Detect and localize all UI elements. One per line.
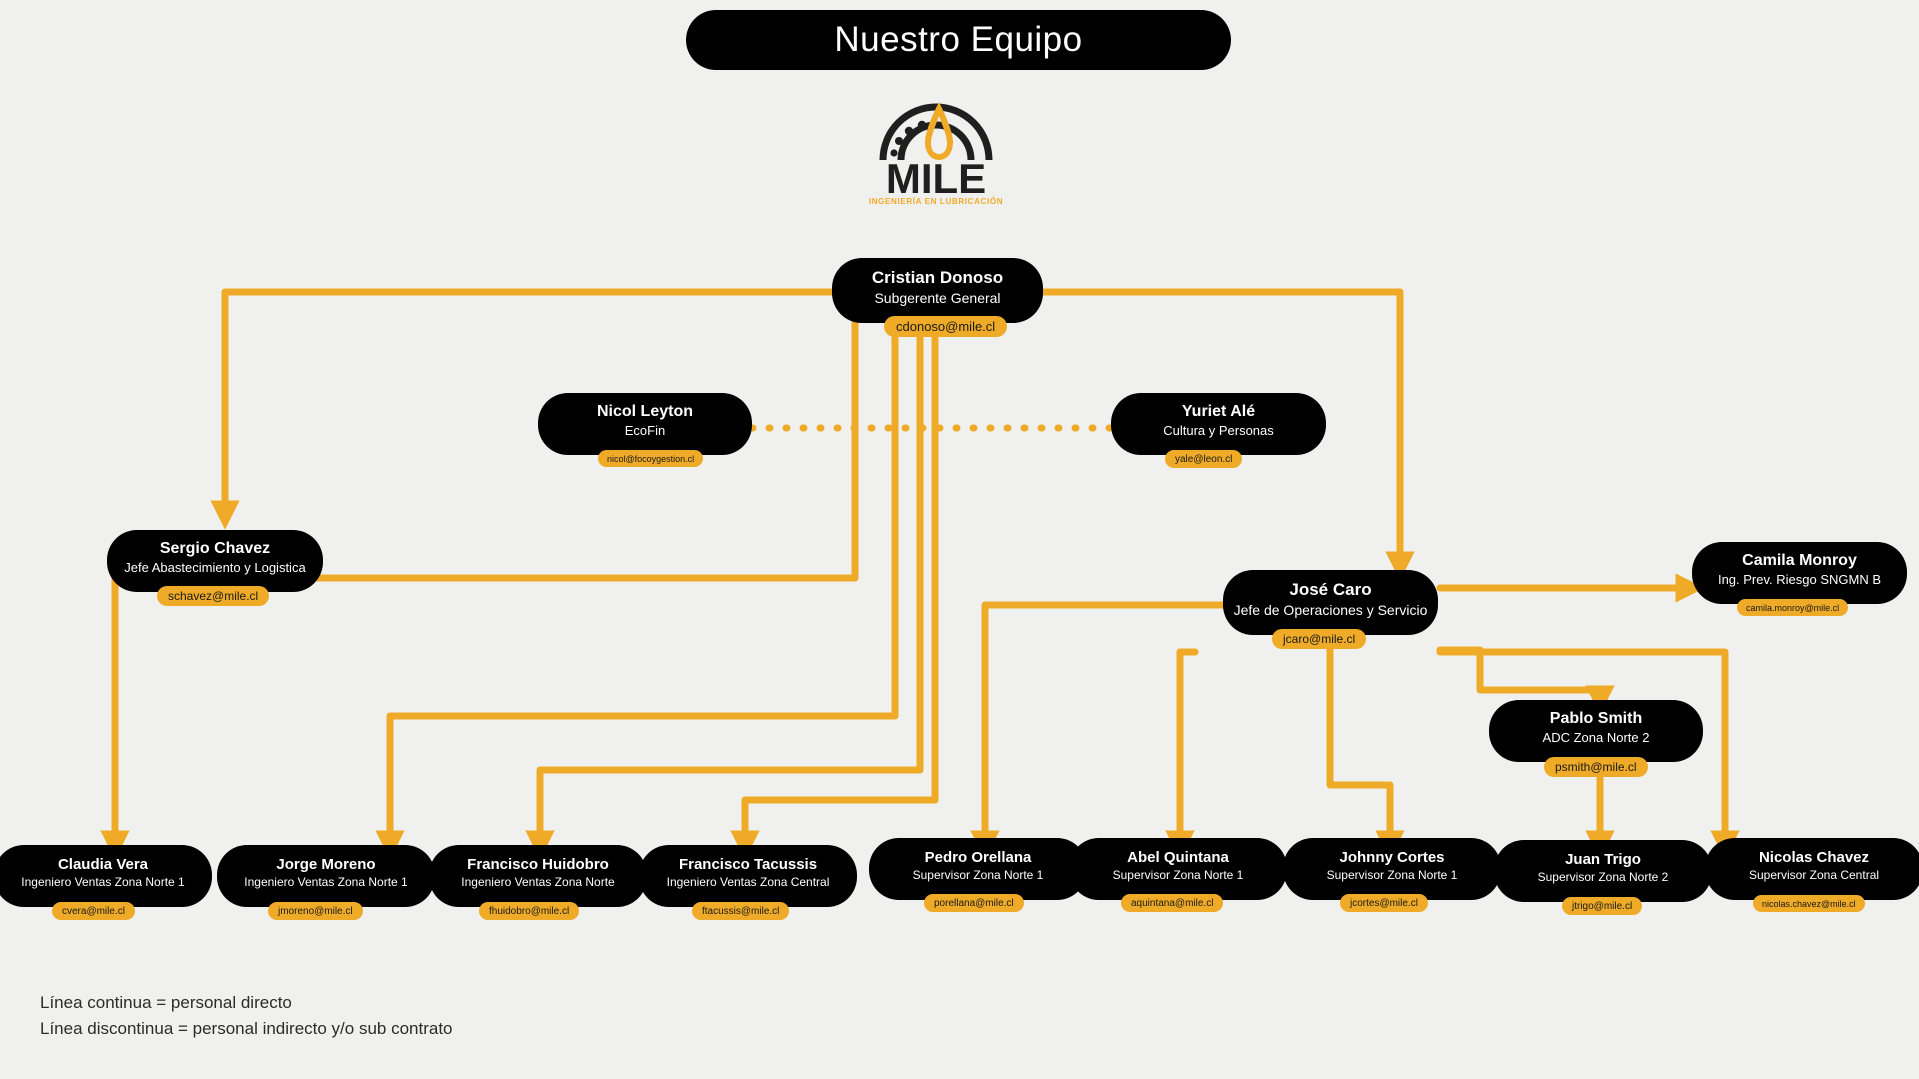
- wire-josecaro-johnnycortes: [1326, 626, 1405, 860]
- node-role: Ingeniero Ventas Zona Norte: [461, 875, 615, 890]
- logo-tagline: INGENIERÍA EN LUBRICACIÓN: [869, 197, 1003, 206]
- email-badge-jose-caro[interactable]: jcaro@mile.cl: [1272, 629, 1367, 649]
- node-nicol-leyton[interactable]: Nicol Leyton EcoFin: [538, 393, 752, 455]
- email-badge-francisco-huidobro[interactable]: fhuidobro@mile.cl: [479, 902, 580, 920]
- node-role: Ingeniero Ventas Zona Central: [666, 875, 830, 890]
- node-nicolas-chavez[interactable]: Nicolas Chavez Supervisor Zona Central: [1705, 838, 1919, 900]
- node-name: Claudia Vera: [57, 856, 149, 874]
- email-text: jmoreno@mile.cl: [278, 905, 353, 917]
- node-johnny-cortes[interactable]: Johnny Cortes Supervisor Zona Norte 1: [1283, 838, 1501, 900]
- email-badge-pedro-orellana[interactable]: porellana@mile.cl: [924, 894, 1024, 912]
- email-text: nicol@focoygestion.cl: [607, 453, 695, 464]
- page-title-text: Nuestro Equipo: [834, 20, 1083, 59]
- node-role: Jefe Abastecimiento y Logistica: [124, 560, 306, 576]
- email-text: camila.monroy@mile.cl: [1746, 602, 1840, 613]
- email-badge-sergio-chavez[interactable]: schavez@mile.cl: [157, 586, 270, 606]
- email-badge-claudia-vera[interactable]: cvera@mile.cl: [52, 902, 135, 920]
- page-title: Nuestro Equipo: [686, 10, 1231, 70]
- email-text: nicolas.chavez@mile.cl: [1762, 898, 1856, 909]
- email-text: aquintana@mile.cl: [1131, 897, 1214, 909]
- wire-josecaro-pedroorellana: [970, 601, 1229, 860]
- email-badge-yuriet-ale[interactable]: yale@leon.cl: [1165, 450, 1243, 468]
- email-text: schavez@mile.cl: [168, 589, 259, 603]
- email-text: ftacussis@mile.cl: [702, 905, 780, 917]
- node-juan-trigo[interactable]: Juan Trigo Supervisor Zona Norte 2: [1494, 840, 1712, 902]
- legend-line-solid: Línea continua = personal directo: [40, 993, 292, 1012]
- node-role: Supervisor Zona Norte 1: [912, 868, 1044, 883]
- node-role: Subgerente General: [874, 289, 1001, 306]
- node-role: Jefe de Operaciones y Servicio: [1233, 601, 1428, 618]
- email-text: yale@leon.cl: [1175, 453, 1233, 465]
- node-name: Francisco Tacussis: [678, 856, 818, 874]
- email-badge-abel-quintana[interactable]: aquintana@mile.cl: [1121, 894, 1224, 912]
- logo-wordmark: MILE: [886, 155, 986, 202]
- node-cristian-donoso[interactable]: Cristian Donoso Subgerente General: [832, 258, 1043, 323]
- node-yuriet-ale[interactable]: Yuriet Alé Cultura y Personas: [1111, 393, 1326, 455]
- email-text: jcaro@mile.cl: [1283, 632, 1356, 646]
- mile-logo: MILE INGENIERÍA EN LUBRICACIÓN: [861, 96, 1011, 208]
- legend: Línea continua = personal directo Línea …: [40, 990, 453, 1043]
- email-text: porellana@mile.cl: [934, 897, 1014, 909]
- node-abel-quintana[interactable]: Abel Quintana Supervisor Zona Norte 1: [1069, 838, 1287, 900]
- node-name: Yuriet Alé: [1181, 403, 1256, 420]
- node-pablo-smith[interactable]: Pablo Smith ADC Zona Norte 2: [1489, 700, 1703, 762]
- node-jose-caro[interactable]: José Caro Jefe de Operaciones y Servicio: [1223, 570, 1438, 635]
- node-name: Juan Trigo: [1565, 851, 1641, 869]
- node-francisco-huidobro[interactable]: Francisco Huidobro Ingeniero Ventas Zona…: [429, 845, 647, 907]
- email-badge-johnny-cortes[interactable]: jcortes@mile.cl: [1340, 894, 1428, 912]
- email-badge-nicolas-chavez[interactable]: nicolas.chavez@mile.cl: [1753, 895, 1865, 912]
- email-text: jcortes@mile.cl: [1350, 897, 1418, 909]
- wire-josecaro-abelquintana: [1165, 648, 1199, 860]
- node-name: Camila Monroy: [1742, 552, 1857, 569]
- node-jorge-moreno[interactable]: Jorge Moreno Ingeniero Ventas Zona Norte…: [217, 845, 435, 907]
- node-role: Ingeniero Ventas Zona Norte 1: [244, 875, 408, 890]
- email-badge-cristian-donoso[interactable]: cdonoso@mile.cl: [884, 316, 1008, 337]
- node-camila-monroy[interactable]: Camila Monroy Ing. Prev. Riesgo SNGMN B: [1692, 542, 1907, 604]
- mile-logo-graphic: MILE INGENIERÍA EN LUBRICACIÓN: [869, 102, 1003, 206]
- node-sergio-chavez[interactable]: Sergio Chavez Jefe Abastecimiento y Logi…: [107, 530, 323, 592]
- wire-cristian-franciscotacussis: [730, 311, 939, 860]
- node-name: Jorge Moreno: [276, 856, 376, 874]
- node-role: Ingeniero Ventas Zona Norte 1: [21, 875, 185, 890]
- node-name: Pedro Orellana: [924, 849, 1032, 867]
- node-name: Abel Quintana: [1127, 849, 1229, 867]
- email-text: jtrigo@mile.cl: [1572, 900, 1633, 912]
- node-role: Cultura y Personas: [1163, 423, 1274, 439]
- email-text: cdonoso@mile.cl: [896, 319, 996, 334]
- wire-josecaro-pablosmith: [1436, 646, 1615, 715]
- email-badge-pablo-smith[interactable]: psmith@mile.cl: [1544, 757, 1648, 777]
- email-text: cvera@mile.cl: [62, 905, 125, 917]
- node-role: Supervisor Zona Norte 1: [1112, 868, 1244, 883]
- email-badge-camila-monroy[interactable]: camila.monroy@mile.cl: [1737, 599, 1849, 616]
- node-role: ADC Zona Norte 2: [1542, 730, 1650, 746]
- node-name: Johnny Cortes: [1339, 849, 1445, 867]
- node-role: EcoFin: [624, 423, 666, 439]
- node-name: Cristian Donoso: [871, 268, 1004, 288]
- node-pedro-orellana[interactable]: Pedro Orellana Supervisor Zona Norte 1: [869, 838, 1087, 900]
- email-text: fhuidobro@mile.cl: [489, 905, 570, 917]
- node-francisco-tacussis[interactable]: Francisco Tacussis Ingeniero Ventas Zona…: [639, 845, 857, 907]
- node-name: José Caro: [1289, 580, 1372, 600]
- node-role: Supervisor Zona Norte 1: [1326, 868, 1458, 883]
- node-claudia-vera[interactable]: Claudia Vera Ingeniero Ventas Zona Norte…: [0, 845, 212, 907]
- email-badge-nicol-leyton[interactable]: nicol@focoygestion.cl: [598, 450, 704, 467]
- node-name: Francisco Huidobro: [467, 856, 609, 874]
- node-role: Ing. Prev. Riesgo SNGMN B: [1717, 572, 1882, 588]
- node-name: Nicol Leyton: [596, 403, 693, 420]
- node-name: Pablo Smith: [1549, 710, 1643, 727]
- node-role: Supervisor Zona Central: [1748, 868, 1880, 883]
- email-badge-juan-trigo[interactable]: jtrigo@mile.cl: [1562, 897, 1643, 915]
- node-name: Sergio Chavez: [159, 540, 271, 557]
- node-name: Nicolas Chavez: [1758, 849, 1870, 867]
- node-role: Supervisor Zona Norte 2: [1537, 870, 1669, 885]
- email-badge-francisco-tacussis[interactable]: ftacussis@mile.cl: [692, 902, 790, 920]
- email-text: psmith@mile.cl: [1555, 760, 1637, 774]
- legend-line-dashed: Línea discontinua = personal indirecto y…: [40, 1019, 453, 1039]
- email-badge-jorge-moreno[interactable]: jmoreno@mile.cl: [268, 902, 363, 920]
